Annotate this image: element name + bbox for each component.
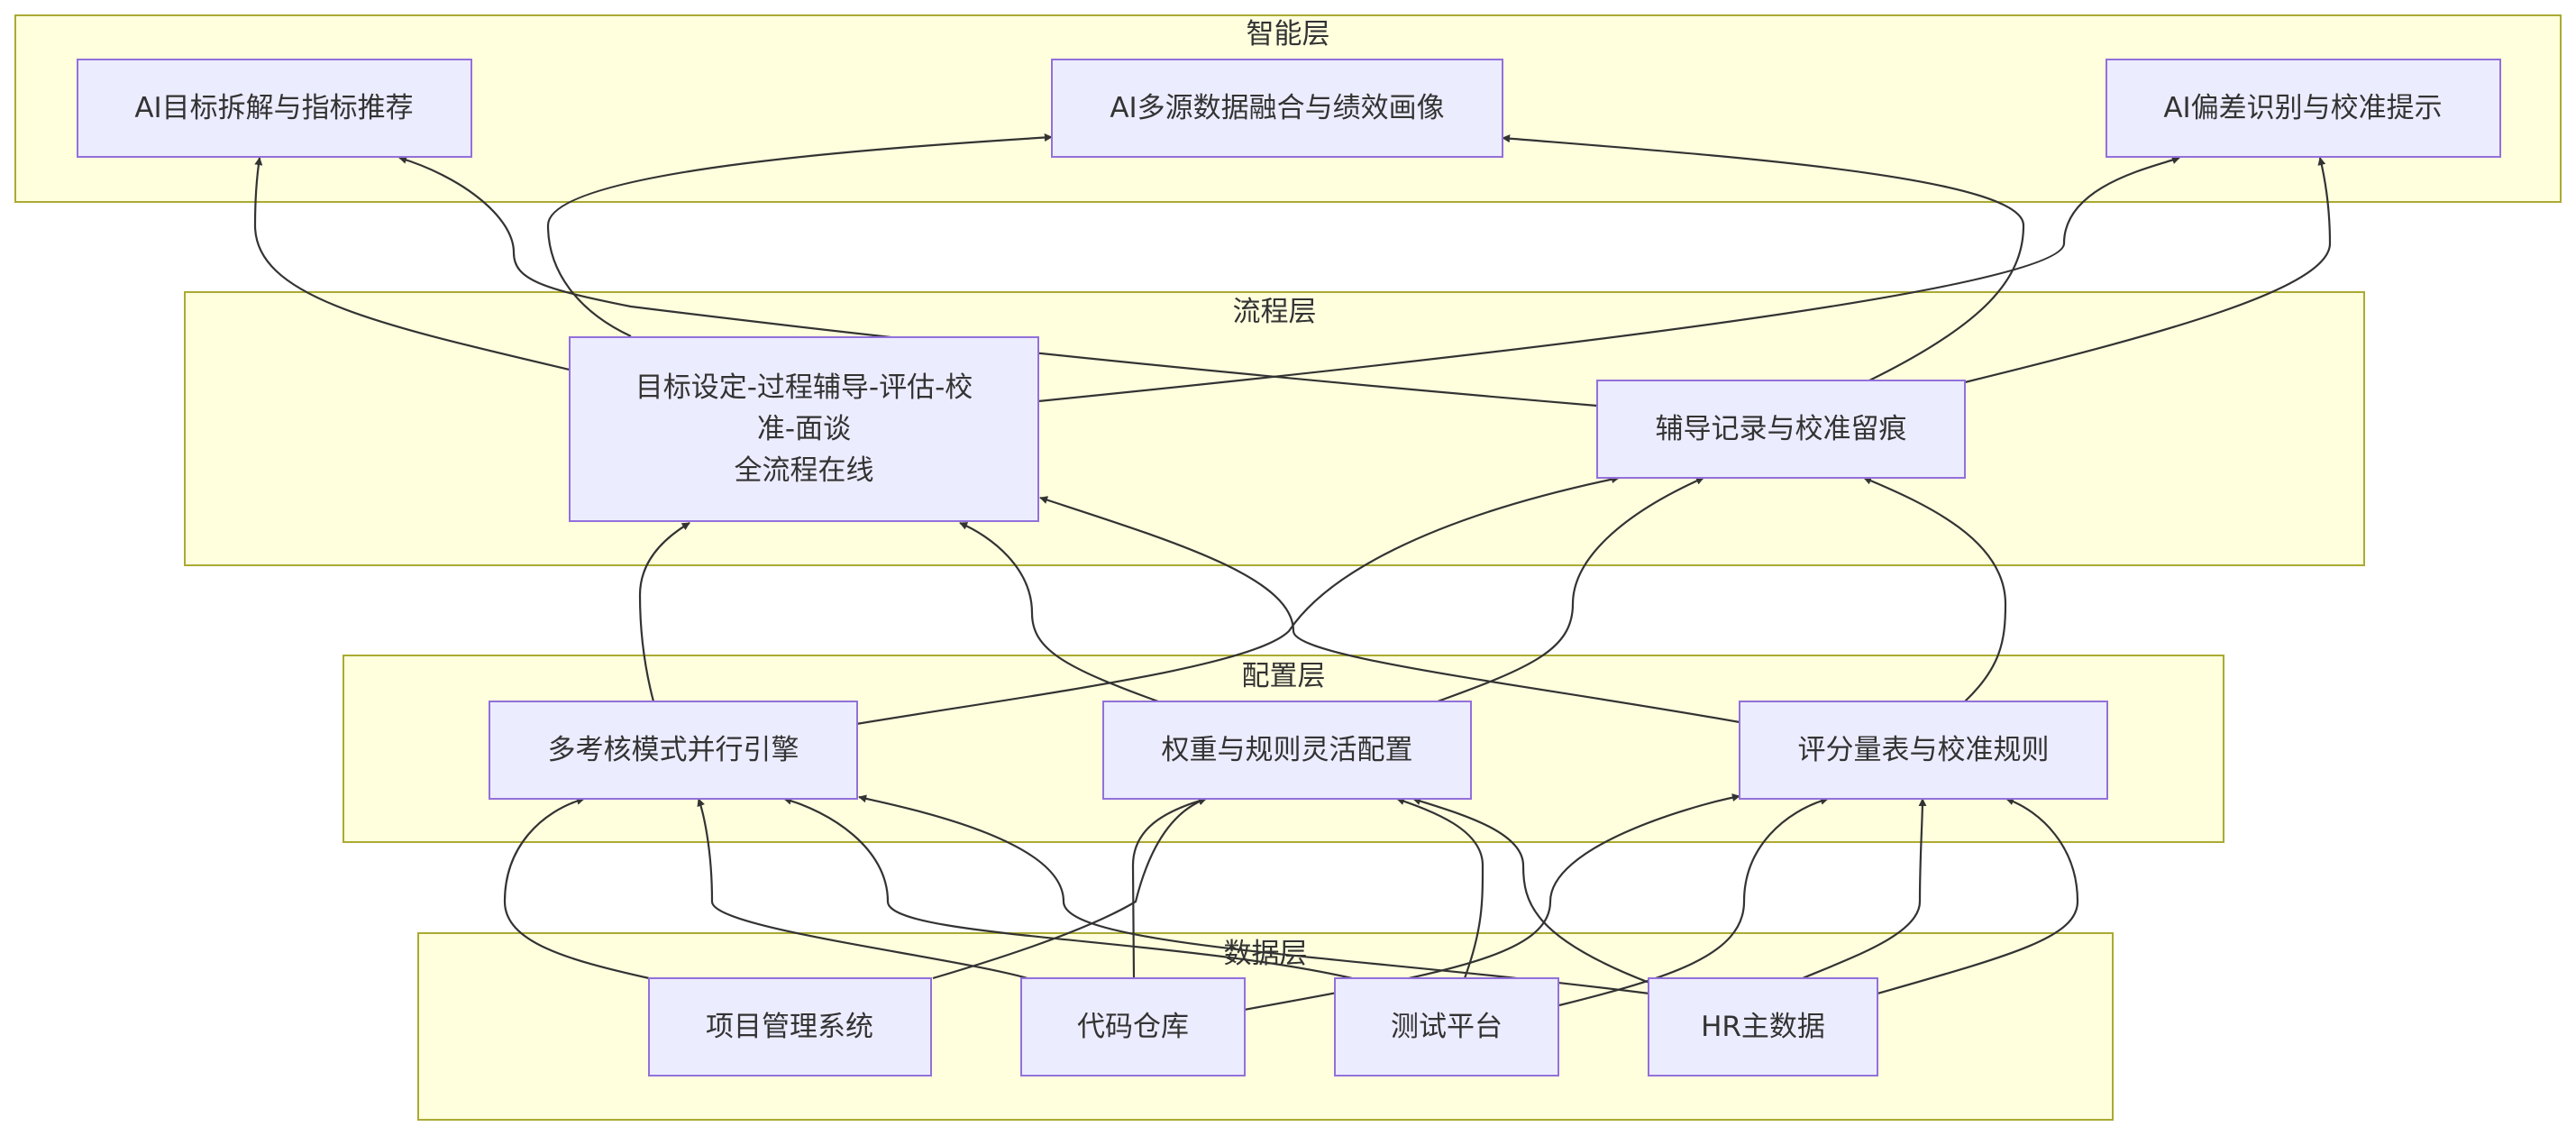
edge-weights-to-coaching bbox=[1437, 476, 1704, 703]
edge-coaching-to-aibias bbox=[1964, 157, 2332, 384]
node-ai-bias-label: AI偏差识别与校准提示 bbox=[2163, 92, 2442, 124]
edge-hr-to-scales-b bbox=[1877, 797, 2079, 995]
node-multi-mode: 多考核模式并行引擎 bbox=[489, 701, 858, 800]
edge-code-to-weights bbox=[1131, 796, 1207, 979]
layer-process-title: 流程层 bbox=[1233, 296, 1317, 328]
node-fullflow-line-3: 全流程在线 bbox=[735, 454, 874, 487]
node-scales: 评分量表与校准规则 bbox=[1739, 701, 2108, 800]
node-code-repo-label: 代码仓库 bbox=[1077, 1011, 1189, 1043]
node-pm-system: 项目管理系统 bbox=[648, 977, 932, 1076]
node-hr-master-label: HR主数据 bbox=[1701, 1011, 1825, 1043]
node-test-platform-box bbox=[1334, 977, 1559, 1076]
edge-coaching-to-aifusion bbox=[1502, 134, 2025, 381]
node-weights-box bbox=[1102, 701, 1472, 800]
node-ai-bias-box bbox=[2106, 59, 2501, 158]
edge-fullflow-to-aigoal bbox=[253, 157, 571, 371]
edge-hr-to-multimode bbox=[858, 794, 1650, 995]
node-ai-goal-label: AI目标拆解与指标推荐 bbox=[134, 92, 413, 124]
edge-weights-to-fullflow bbox=[959, 521, 1159, 703]
layer-process-box bbox=[184, 291, 2365, 566]
node-weights: 权重与规则灵活配置 bbox=[1102, 701, 1472, 800]
node-hr-master-box bbox=[1648, 977, 1878, 1076]
node-hr-master: HR主数据 bbox=[1648, 977, 1878, 1076]
edge-test-to-multimode bbox=[783, 796, 1353, 980]
node-fullflow-line-1: 目标设定-过程辅导-评估-校 bbox=[635, 371, 973, 404]
node-ai-goal-box bbox=[77, 59, 472, 158]
node-coaching-label: 辅导记录与校准留痕 bbox=[1656, 413, 1907, 445]
layer-process: 流程层 bbox=[184, 291, 2365, 566]
node-fullflow-line-2: 准-面谈 bbox=[757, 413, 851, 445]
node-code-repo-box bbox=[1020, 977, 1246, 1076]
edges bbox=[253, 133, 2332, 1012]
node-fullflow-box bbox=[569, 336, 1039, 522]
node-ai-goal: AI目标拆解与指标推荐 bbox=[77, 59, 472, 158]
node-test-platform-label: 测试平台 bbox=[1391, 1011, 1503, 1043]
edge-scales-to-fullflow bbox=[1039, 496, 1740, 724]
node-ai-fusion: AI多源数据融合与绩效画像 bbox=[1051, 59, 1503, 158]
node-scales-box bbox=[1739, 701, 2108, 800]
edge-fullflow-to-aibias bbox=[1037, 156, 2180, 403]
node-ai-fusion-box bbox=[1051, 59, 1503, 158]
edge-pm-to-multimode bbox=[503, 796, 650, 980]
node-ai-fusion-label: AI多源数据融合与绩效画像 bbox=[1110, 92, 1444, 124]
node-multi-mode-box bbox=[489, 701, 858, 800]
edge-multimode-to-fullflow bbox=[638, 522, 690, 702]
edge-hr-to-weights bbox=[1412, 797, 1650, 985]
node-ai-bias: AI偏差识别与校准提示 bbox=[2106, 59, 2501, 158]
edge-scales-to-coaching bbox=[1863, 476, 2007, 702]
layer-intelligence-title: 智能层 bbox=[1247, 18, 1330, 50]
node-fullflow: 目标设定-过程辅导-评估-校 准-面谈 全流程在线 bbox=[569, 336, 1039, 522]
node-code-repo: 代码仓库 bbox=[1020, 977, 1246, 1076]
layer-config-title: 配置层 bbox=[1242, 660, 1326, 692]
layer-data-title: 数据层 bbox=[1224, 938, 1308, 970]
edge-hr-to-scales-a bbox=[1802, 798, 1927, 980]
node-pm-system-label: 项目管理系统 bbox=[706, 1011, 873, 1043]
node-pm-system-box bbox=[648, 977, 932, 1076]
edge-multimode-to-coaching bbox=[855, 475, 1620, 726]
node-coaching: 辅导记录与校准留痕 bbox=[1596, 380, 1966, 479]
edge-coaching-to-aigoal bbox=[398, 156, 1598, 408]
edge-test-to-weights bbox=[1396, 797, 1484, 979]
edge-pm-to-weights bbox=[932, 797, 1207, 980]
edge-test-to-scales bbox=[1558, 796, 1829, 1007]
node-weights-label: 权重与规则灵活配置 bbox=[1162, 734, 1413, 766]
edge-code-to-multimode bbox=[697, 798, 1028, 980]
node-scales-label: 评分量表与校准规则 bbox=[1798, 734, 2050, 766]
node-coaching-box bbox=[1596, 380, 1966, 479]
node-test-platform: 测试平台 bbox=[1334, 977, 1559, 1076]
node-multi-mode-label: 多考核模式并行引擎 bbox=[548, 734, 799, 766]
